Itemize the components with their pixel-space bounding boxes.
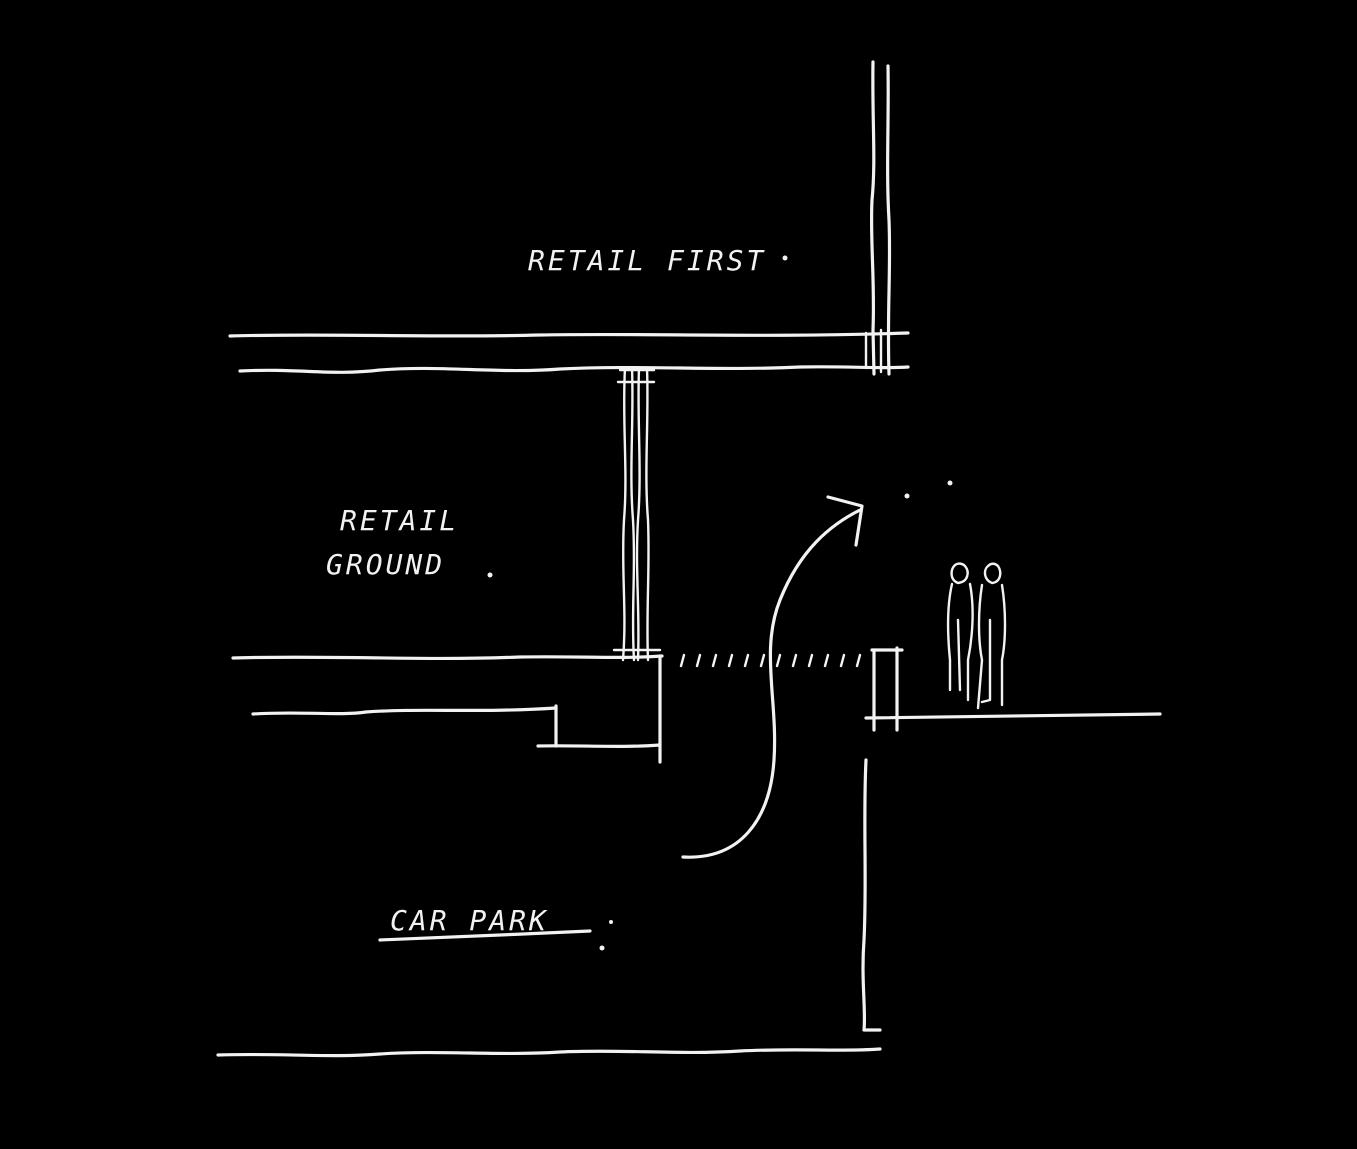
- void-opening-hatch: [679, 653, 862, 668]
- upper-facade-wall: [869, 60, 892, 376]
- ground-floor-glazing: [612, 366, 662, 662]
- label-retail-ground-line1: RETAIL: [340, 504, 459, 537]
- street-level-line: [864, 712, 1162, 720]
- basement-floor-line: [216, 1047, 882, 1058]
- people-figures-icon: [946, 562, 1007, 710]
- first-floor-slab: [228, 328, 910, 374]
- circulation-arrow: [681, 495, 864, 859]
- sketch-dots: [487, 255, 953, 951]
- ground-floor-slab: [231, 654, 664, 764]
- label-retail-first: RETAIL FIRST: [528, 244, 766, 277]
- label-car-park: CAR PARK: [390, 904, 549, 937]
- car-park-wall: [861, 646, 904, 1032]
- label-retail-ground-line2: GROUND: [326, 548, 445, 581]
- car-park-underline: [378, 929, 592, 942]
